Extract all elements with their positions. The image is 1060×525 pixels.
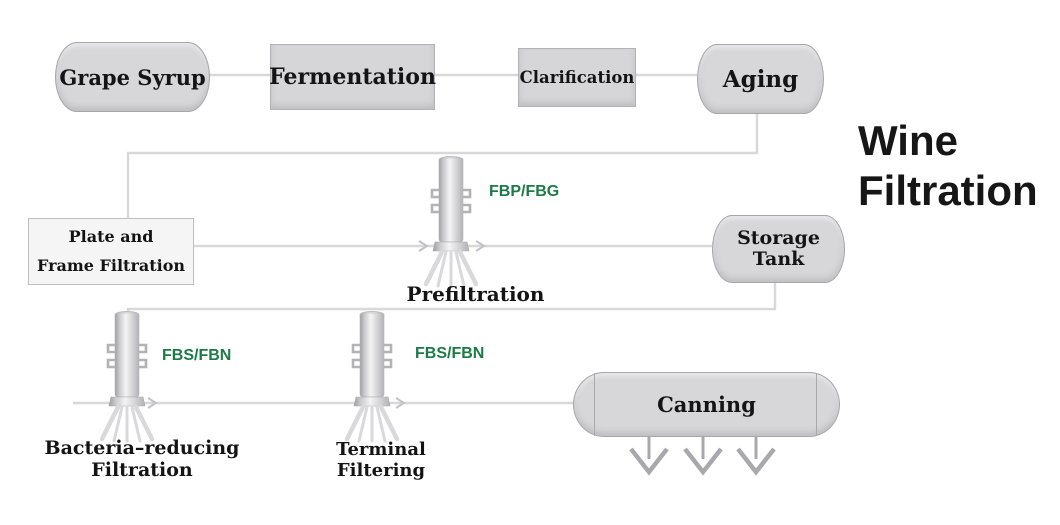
diagram-title-line1: Wine xyxy=(858,117,958,164)
bacteria-reducing-filter-icon xyxy=(102,312,152,442)
terminal-code-label: FBS/FBN xyxy=(415,345,485,362)
prefiltration-code-label: FBP/FBG xyxy=(489,183,560,200)
canning-output-arrows xyxy=(629,435,776,476)
node-plate-frame-filtration: Plate and Frame Filtration xyxy=(28,218,194,285)
node-grape-syrup-label: Grape Syrup xyxy=(59,64,206,90)
node-plate-frame-label-line1: Plate and xyxy=(68,226,154,246)
bacteria-reducing-label-line1: Bacteria–reducing xyxy=(44,437,240,459)
diagram-title: Wine Filtration xyxy=(858,116,1038,215)
node-grape-syrup: Grape Syrup xyxy=(55,42,210,112)
node-canning-label: Canning xyxy=(657,392,756,417)
prefiltration-label: Prefiltration xyxy=(398,282,553,306)
node-aging-label: Aging xyxy=(722,65,799,93)
prefiltration-label-text: Prefiltration xyxy=(406,282,545,306)
prefiltration-filter-icon xyxy=(426,157,476,287)
node-aging: Aging xyxy=(697,44,824,114)
terminal-filtering-label-line1: Terminal xyxy=(336,439,426,460)
node-fermentation-label: Fermentation xyxy=(269,64,436,90)
node-plate-frame-label-line2: Frame Filtration xyxy=(36,255,186,275)
node-clarification-label: Clarification xyxy=(519,68,635,87)
bacteria-reducing-code-label: FBS/FBN xyxy=(162,347,232,364)
diagram-title-line2: Filtration xyxy=(858,166,1038,214)
terminal-filtering-label-line2: Filtering xyxy=(336,459,426,481)
node-canning: Canning xyxy=(573,372,840,437)
node-fermentation: Fermentation xyxy=(269,44,436,110)
node-storage-tank-label-line1: Storage xyxy=(737,226,820,249)
node-clarification: Clarification xyxy=(518,48,636,107)
terminal-filter-icon xyxy=(347,312,397,442)
canning-left-seam xyxy=(594,373,595,436)
canning-right-seam xyxy=(816,373,817,436)
node-storage-tank-label-line2: Tank xyxy=(752,248,805,270)
node-storage-tank: Storage Tank xyxy=(712,215,845,283)
bacteria-reducing-label: Bacteria–reducing Filtration xyxy=(42,437,242,481)
terminal-filtering-label: Terminal Filtering xyxy=(306,439,456,482)
bacteria-reducing-label-line2: Filtration xyxy=(91,459,193,482)
